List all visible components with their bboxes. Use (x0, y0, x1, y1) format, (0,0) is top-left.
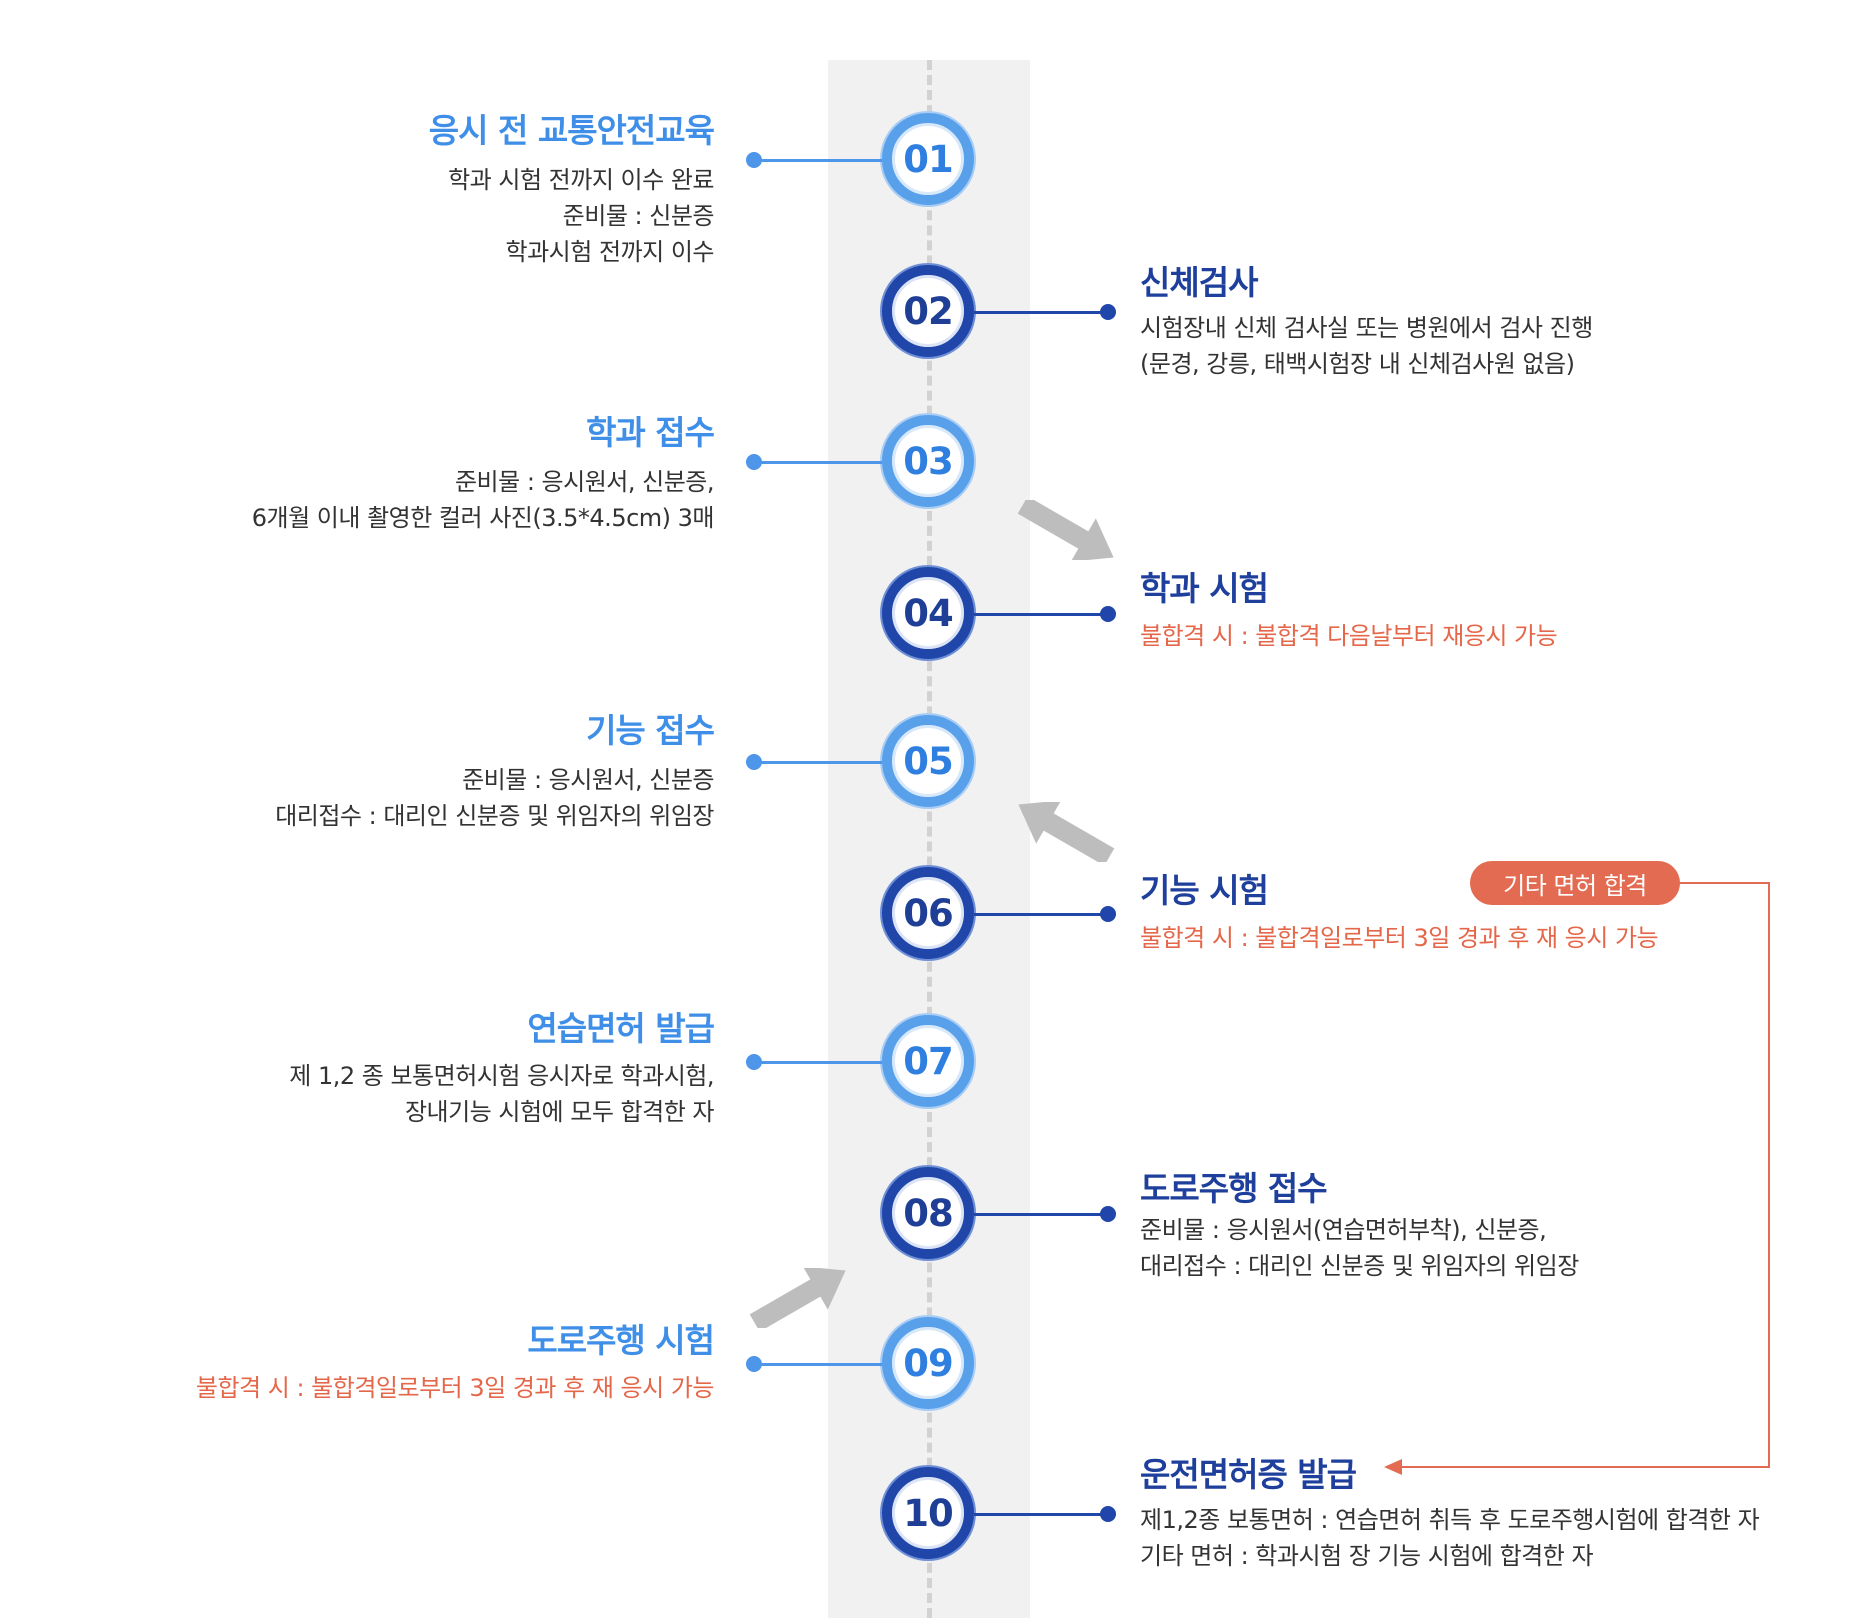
step-04-node: 04 (882, 567, 974, 659)
step-04-connector (974, 613, 1106, 616)
retry-arrow-icon (1017, 500, 1114, 560)
step-03-dot (746, 454, 762, 470)
bypass-arrowhead-icon (1384, 1459, 1402, 1475)
step-09-fail-note: 불합격 시 : 불합격일로부터 3일 경과 후 재 응시 가능 (195, 1370, 715, 1406)
step-04-title: 학과 시험 (1140, 569, 1269, 608)
step-07-description: 제 1,2 종 보통면허시험 응시자로 학과시험, 장내기능 시험에 모두 합격… (289, 1058, 714, 1130)
step-09-line: 불합격 시 : 불합격일로부터 3일 경과 후 재 응시 가능 (195, 1374, 715, 1402)
step-04-line: 불합격 시 : 불합격 다음날부터 재응시 가능 (1140, 622, 1558, 650)
other-license-pass-badge: 기타 면허 합격 (1470, 861, 1680, 905)
step-06-dot (1100, 906, 1116, 922)
step-01-line: 학과 시험 전까지 이수 완료 (448, 166, 714, 194)
step-02-line: 시험장내 신체 검사실 또는 병원에서 검사 진행 (1140, 314, 1593, 342)
step-10-node: 10 (882, 1467, 974, 1559)
step-05-line: 준비물 : 응시원서, 신분증 (462, 766, 714, 794)
step-01-description: 학과 시험 전까지 이수 완료 준비물 : 신분증 학과시험 전까지 이수 (448, 162, 714, 270)
step-03-node: 03 (882, 415, 974, 507)
step-01-line: 준비물 : 신분증 (562, 202, 715, 230)
step-03-connector (754, 461, 882, 464)
step-04-fail-note: 불합격 시 : 불합격 다음날부터 재응시 가능 (1140, 618, 1558, 654)
step-08-line: 준비물 : 응시원서(연습면허부착), 신분증, (1140, 1216, 1547, 1244)
step-06-connector (974, 913, 1106, 916)
step-07-line: 제 1,2 종 보통면허시험 응시자로 학과시험, (289, 1062, 714, 1090)
step-10-title: 운전면허증 발급 (1140, 1455, 1357, 1494)
step-07-dot (746, 1054, 762, 1070)
step-08-node: 08 (882, 1167, 974, 1259)
step-08-title: 도로주행 접수 (1140, 1169, 1328, 1208)
step-07-title: 연습면허 발급 (527, 1009, 715, 1048)
step-08-line: 대리접수 : 대리인 신분증 및 위임자의 위임장 (1140, 1252, 1579, 1280)
step-06-title: 기능 시험 (1140, 871, 1269, 910)
bypass-line-horizontal-top (1680, 882, 1770, 884)
timeline-dashed-line (927, 60, 932, 1618)
step-05-dot (746, 754, 762, 770)
step-10-dot (1100, 1506, 1116, 1522)
step-05-node: 05 (882, 715, 974, 807)
step-02-node: 02 (882, 265, 974, 357)
step-03-line: 6개월 이내 촬영한 컬러 사진(3.5*4.5cm) 3매 (251, 504, 715, 532)
step-06-line: 불합격 시 : 불합격일로부터 3일 경과 후 재 응시 가능 (1140, 924, 1659, 952)
step-10-description: 제1,2종 보통면허 : 연습면허 취득 후 도로주행시험에 합격한 자 기타 … (1140, 1502, 1760, 1574)
step-04-dot (1100, 606, 1116, 622)
step-07-line: 장내기능 시험에 모두 합격한 자 (404, 1098, 715, 1126)
step-07-connector (754, 1061, 882, 1064)
bypass-line-horizontal-bottom (1400, 1466, 1770, 1468)
step-05-description: 준비물 : 응시원서, 신분증 대리접수 : 대리인 신분증 및 위임자의 위임… (275, 762, 714, 834)
step-09-dot (746, 1356, 762, 1372)
step-07-node: 07 (882, 1015, 974, 1107)
step-05-connector (754, 761, 882, 764)
step-02-description: 시험장내 신체 검사실 또는 병원에서 검사 진행 (문경, 강릉, 태백시험장… (1140, 310, 1593, 382)
step-02-dot (1100, 304, 1116, 320)
step-01-node: 01 (882, 113, 974, 205)
step-03-title: 학과 접수 (586, 413, 715, 452)
step-03-description: 준비물 : 응시원서, 신분증, 6개월 이내 촬영한 컬러 사진(3.5*4.… (251, 464, 715, 536)
step-10-connector (974, 1513, 1106, 1516)
step-10-line: 제1,2종 보통면허 : 연습면허 취득 후 도로주행시험에 합격한 자 (1140, 1506, 1760, 1534)
step-05-line: 대리접수 : 대리인 신분증 및 위임자의 위임장 (275, 802, 714, 830)
step-08-dot (1100, 1206, 1116, 1222)
step-09-connector (754, 1363, 882, 1366)
step-09-node: 09 (882, 1317, 974, 1409)
step-01-line: 학과시험 전까지 이수 (505, 238, 715, 266)
step-06-fail-note: 불합격 시 : 불합격일로부터 3일 경과 후 재 응시 가능 (1140, 920, 1659, 956)
step-08-description: 준비물 : 응시원서(연습면허부착), 신분증, 대리접수 : 대리인 신분증 … (1140, 1212, 1579, 1284)
step-01-dot (746, 152, 762, 168)
step-02-line: (문경, 강릉, 태백시험장 내 신체검사원 없음) (1140, 350, 1575, 378)
step-09-title: 도로주행 시험 (527, 1321, 715, 1360)
retry-arrow-icon (749, 1268, 846, 1328)
step-02-connector (974, 311, 1106, 314)
step-06-node: 06 (882, 867, 974, 959)
step-01-title: 응시 전 교통안전교육 (428, 111, 715, 150)
step-10-line: 기타 면허 : 학과시험 장 기능 시험에 합격한 자 (1140, 1542, 1594, 1570)
bypass-line-vertical (1768, 882, 1770, 1468)
step-01-connector (754, 159, 882, 162)
retry-arrow-icon (1018, 802, 1115, 862)
step-03-line: 준비물 : 응시원서, 신분증, (454, 468, 715, 496)
step-08-connector (974, 1213, 1106, 1216)
step-05-title: 기능 접수 (586, 711, 715, 750)
step-02-title: 신체검사 (1140, 263, 1258, 302)
